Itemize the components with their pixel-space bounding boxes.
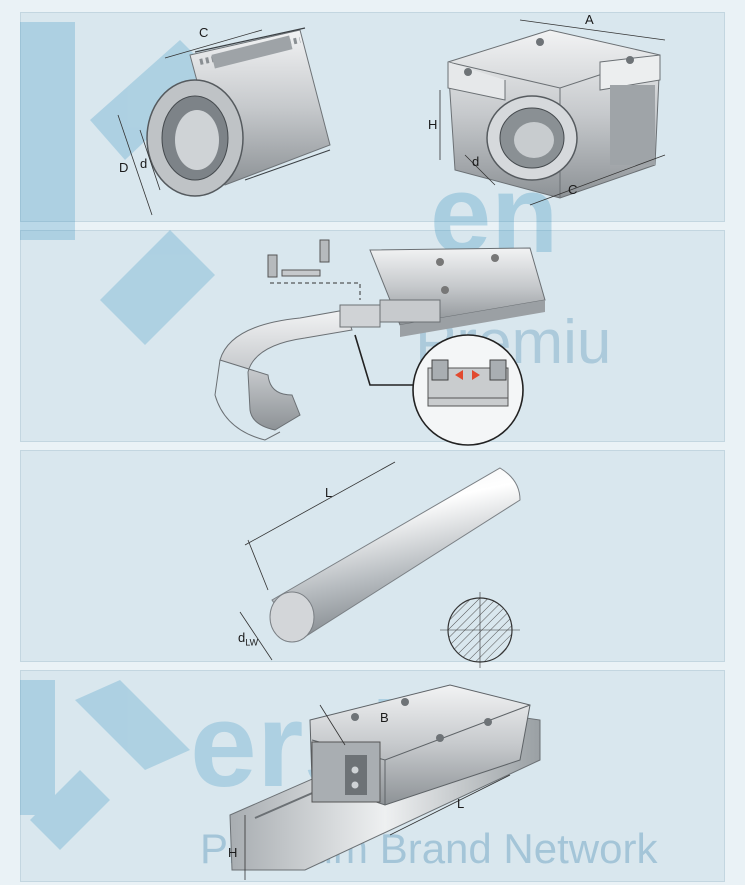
dimension-label-H-housing: H (428, 117, 438, 132)
dimension-label-L-guide: L (457, 796, 465, 811)
dimension-label-dlw: dLW (238, 630, 259, 648)
dimension-label-c: C (199, 25, 209, 40)
housing-unit-drawing (439, 19, 666, 206)
rail-guide-drawing (229, 684, 541, 880)
dimension-label-D: D (119, 160, 129, 175)
dimension-label-L-shaft: L (325, 485, 333, 500)
linear-bushing-drawing (117, 27, 331, 216)
dimension-label-A: A (585, 12, 594, 27)
dimension-label-d-bushing: d (140, 156, 148, 171)
panel-curved-guide (20, 230, 725, 442)
shaft-drawing (239, 461, 521, 668)
watermark-chevron-top (20, 22, 215, 345)
dimension-label-H-guide: H (228, 845, 238, 860)
dimension-label-d-housing: d (472, 154, 480, 169)
watermark-chevron-bottom (20, 680, 190, 850)
dimension-label-B: B (380, 710, 389, 725)
dimension-label-C-housing: C (568, 182, 578, 197)
curved-guide-drawing (214, 239, 546, 446)
